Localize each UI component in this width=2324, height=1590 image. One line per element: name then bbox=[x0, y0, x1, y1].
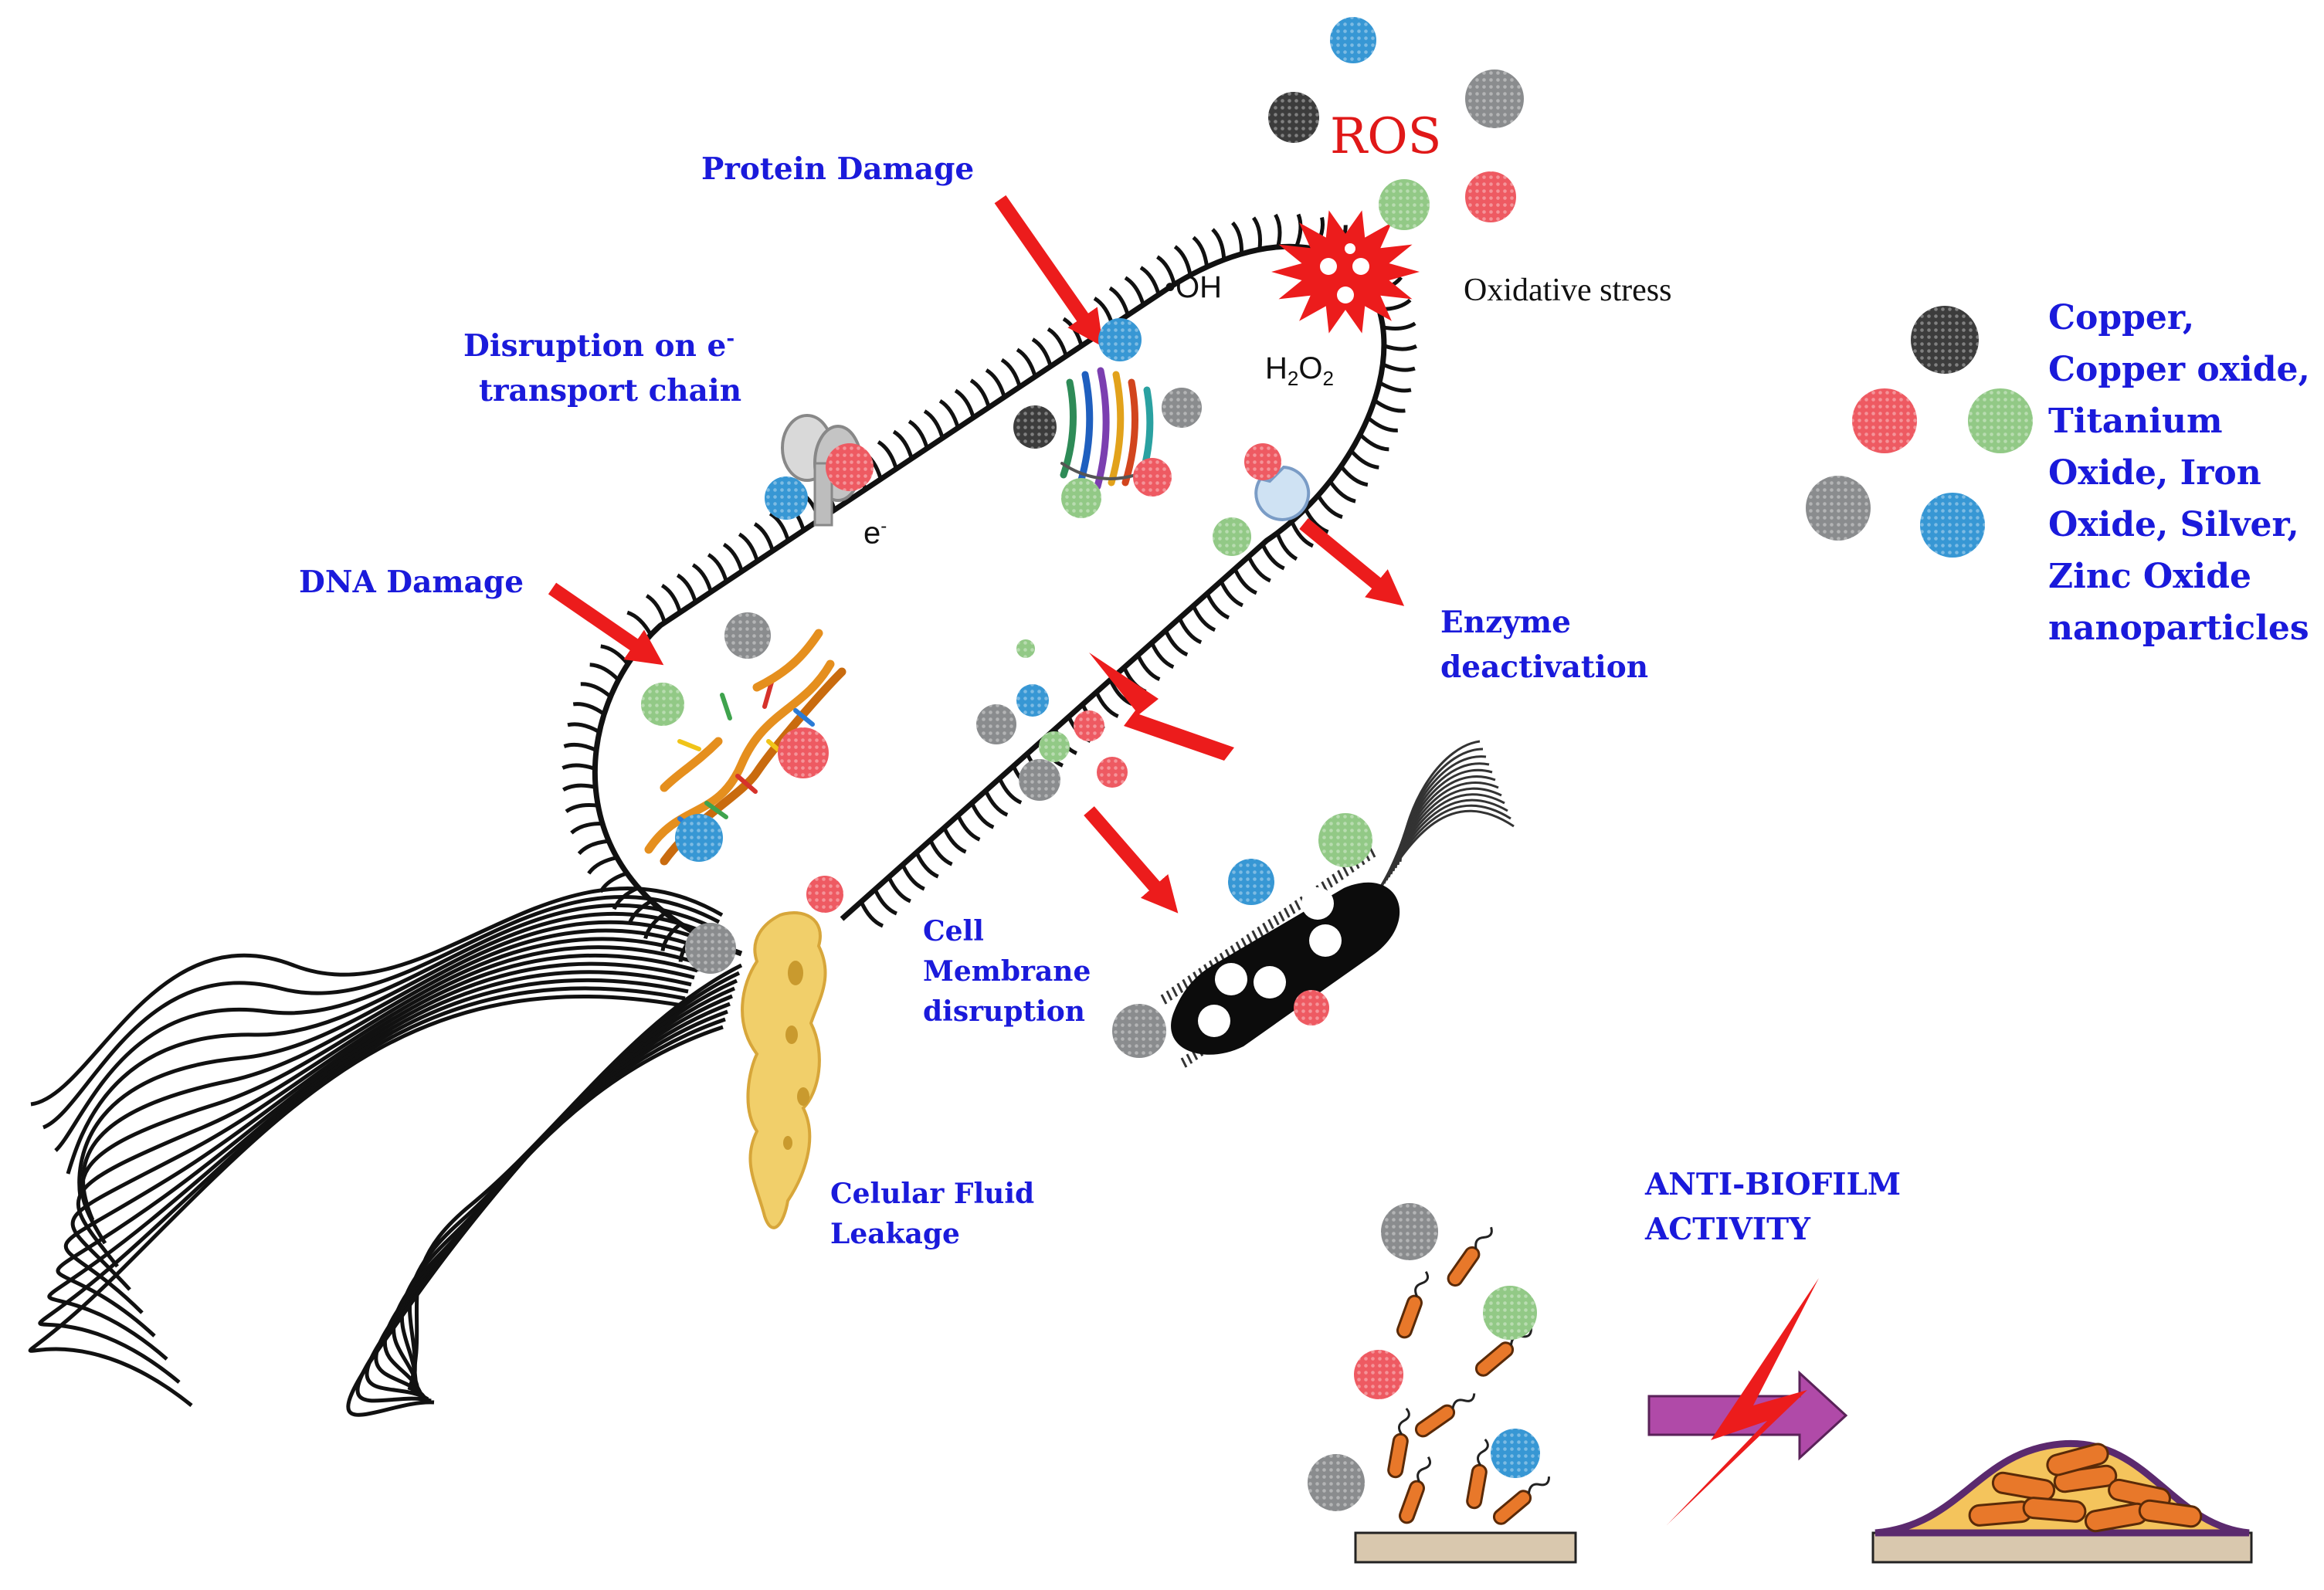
bacterium-icon bbox=[1466, 1438, 1489, 1510]
bacterium-icon bbox=[1492, 1476, 1550, 1525]
nanoparticle-icon bbox=[1061, 478, 1101, 518]
nanoparticle-icon bbox=[1465, 69, 1524, 128]
etc-disruption-label: Disruption on e- transport chain bbox=[463, 327, 742, 409]
oxidative-stress-label: Oxidative stress bbox=[1464, 273, 1672, 308]
nanoparticle-icon bbox=[1013, 405, 1057, 449]
electron-label: e- bbox=[863, 516, 887, 551]
nanoparticle-icon bbox=[1074, 710, 1104, 741]
antibiofilm-label: ANTI-BIOFILM ACTIVITY bbox=[1645, 1167, 1902, 1247]
ros-burst-icon bbox=[1271, 210, 1420, 334]
bacterium-icon bbox=[1968, 1500, 2033, 1527]
planktonic-bacteria bbox=[1387, 1226, 1550, 1525]
bacterium-icon bbox=[1414, 1393, 1476, 1438]
nanoparticles bbox=[641, 17, 2033, 1511]
arrow-enzyme bbox=[1299, 518, 1405, 606]
nanoparticle-icon bbox=[1213, 517, 1251, 556]
nanoparticle-icon bbox=[1097, 757, 1128, 788]
nanoparticle-icon bbox=[1318, 813, 1372, 867]
bacterium-icon bbox=[1447, 1226, 1493, 1287]
arrow-dna-damage bbox=[548, 582, 664, 666]
nanoparticle-icon bbox=[1019, 759, 1060, 801]
nanoparticle-icon bbox=[1228, 859, 1274, 905]
nanoparticle-icon bbox=[641, 683, 684, 726]
nanoparticle-icon bbox=[1483, 1286, 1537, 1340]
nanoparticle-icon bbox=[685, 923, 736, 974]
h2o2-label: H2O2 bbox=[1265, 351, 1334, 390]
nanoparticle-icon bbox=[1016, 684, 1049, 717]
fluid-leakage-label: Celular Fluid Leakage bbox=[830, 1178, 1035, 1250]
bacterium-icon bbox=[1991, 1471, 2056, 1502]
protein-icon bbox=[1060, 367, 1164, 490]
nanoparticle-icon bbox=[1465, 171, 1516, 222]
surface-icon bbox=[1354, 1531, 1577, 1564]
nanoparticle-icon bbox=[1968, 388, 2033, 453]
bacterium-icon bbox=[2046, 1443, 2109, 1476]
nanoparticle-icon bbox=[1330, 17, 1376, 63]
nanoparticle-icon bbox=[1016, 639, 1035, 658]
nanoparticle-icon bbox=[765, 476, 808, 520]
nanoparticle-icon bbox=[1491, 1429, 1540, 1478]
dna-damage-label: DNA Damage bbox=[299, 564, 524, 600]
bacterium-icon bbox=[2138, 1499, 2203, 1528]
bacterial-cell-wall bbox=[592, 243, 1387, 957]
bacterium-icon bbox=[2022, 1497, 2087, 1523]
nanoparticle-icon bbox=[1133, 458, 1172, 497]
nanoparticle-icon bbox=[675, 814, 723, 862]
nanoparticle-icon bbox=[724, 612, 771, 659]
nanoparticle-icon bbox=[1039, 731, 1070, 762]
membrane-disruption-label: Cell Membrane disruption bbox=[923, 915, 1091, 1028]
nanoparticle-icon bbox=[1294, 990, 1329, 1026]
nanoparticle-icon bbox=[1379, 179, 1430, 230]
bacterium-icon bbox=[1396, 1270, 1430, 1339]
nanoparticle-icon bbox=[1354, 1350, 1403, 1399]
bacterium-icon bbox=[1387, 1407, 1410, 1479]
enzyme-deactivation-label: Enzyme deactivation bbox=[1440, 605, 1649, 685]
protein-damage-label: Protein Damage bbox=[701, 151, 975, 187]
cell-pili bbox=[561, 213, 1417, 971]
arrow-membrane bbox=[1084, 806, 1179, 914]
nanoparticle-icon bbox=[1268, 92, 1319, 143]
flagella bbox=[28, 887, 743, 1417]
nanoparticle-icon bbox=[1381, 1203, 1438, 1260]
hydroxyl-label: •OH bbox=[1165, 270, 1223, 304]
biofilm-icon bbox=[1871, 1439, 2253, 1564]
nanoparticle-icon bbox=[1911, 306, 1979, 374]
lightning-icon bbox=[1089, 653, 1234, 761]
nanoparticle-icon bbox=[1920, 493, 1985, 558]
nanoparticle-icon bbox=[1112, 1004, 1166, 1058]
nanoparticle-icon bbox=[826, 443, 874, 491]
nanoparticle-icon bbox=[1806, 476, 1871, 541]
arrow-protein-damage bbox=[994, 195, 1104, 347]
cellular-fluid-leakage bbox=[741, 910, 827, 1229]
nanoparticle-icon bbox=[1098, 318, 1142, 361]
nanoparticle-icon bbox=[1162, 388, 1202, 428]
lightning-icon bbox=[1667, 1278, 1819, 1525]
enzyme-icon bbox=[1254, 465, 1311, 521]
nanoparticle-icon bbox=[1308, 1454, 1365, 1511]
nanoparticle-icon bbox=[976, 704, 1016, 744]
nanoparticle-icon bbox=[1852, 388, 1917, 453]
nanoparticle-icon bbox=[1244, 443, 1281, 480]
nanoparticle-icon bbox=[806, 876, 843, 913]
nanoparticle-legend: Copper, Copper oxide, Titanium Oxide, Ir… bbox=[2048, 298, 2310, 648]
dead-bacterium-icon bbox=[1160, 740, 1515, 1068]
damage-arrows bbox=[548, 195, 1405, 914]
bacterium-icon bbox=[1399, 1456, 1432, 1524]
nanoparticle-icon bbox=[778, 727, 829, 778]
ros-label: ROS bbox=[1330, 108, 1442, 165]
